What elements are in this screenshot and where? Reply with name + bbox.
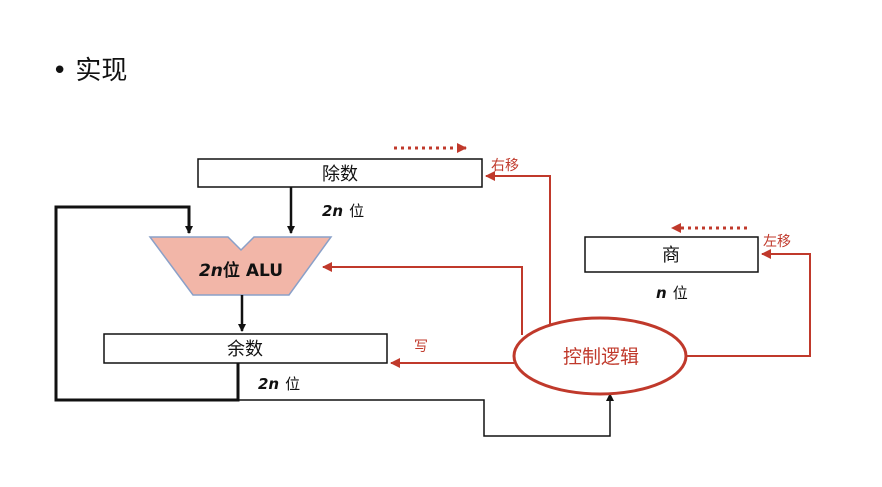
quotient-register [584, 236, 759, 273]
alu-shape [148, 236, 333, 296]
remainder-label: 余数 [227, 339, 263, 360]
divisor-shift-label: 右移 [491, 158, 519, 174]
remainder-register [103, 333, 388, 364]
quotient-shift-label: 左移 [763, 234, 791, 250]
alu-label: 2n位 ALU [199, 260, 283, 281]
divisor-register [197, 158, 483, 188]
remainder-to-control-path [238, 393, 614, 437]
title-text: 实现 [75, 56, 128, 86]
divisor-label: 除数 [322, 164, 358, 185]
quotient-label: 商 [662, 245, 680, 266]
control-to-divisor-path [485, 171, 551, 325]
remainder-feedback-path [54, 205, 240, 402]
remainder-write-label: 写 [414, 339, 428, 355]
control-to-quotient-path [686, 249, 811, 357]
bullet-title: •实现 [52, 50, 127, 87]
bullet-dot: • [52, 56, 68, 86]
control-to-alu-path [322, 262, 523, 335]
control-logic-label: 控制逻辑 [563, 346, 639, 368]
